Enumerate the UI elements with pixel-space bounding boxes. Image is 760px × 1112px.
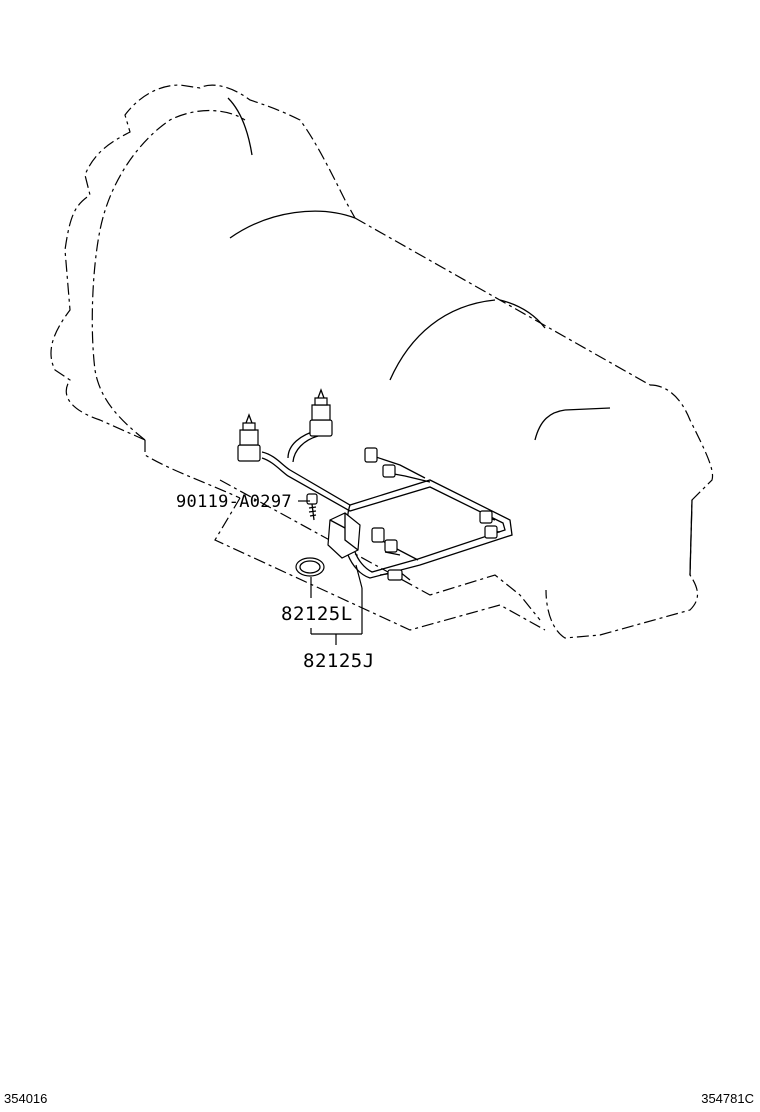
part-number-bolt: 90119-A0297 (176, 492, 292, 512)
connector-body (327, 512, 361, 559)
callout-bolt: 90119-A0297 (176, 492, 310, 512)
part-number-wire-harness: 82125J (303, 650, 375, 672)
bolt (306, 493, 318, 521)
illustration-code-right: 354781C (701, 1091, 754, 1106)
sensor-lower (237, 413, 261, 462)
part-number-o-ring: 82125L (281, 603, 353, 625)
callout-o-ring: 82125L (281, 577, 353, 625)
transmission-housing-outline (50, 84, 714, 639)
o-ring (295, 557, 325, 577)
sensor-upper (309, 388, 333, 437)
wire-harness (261, 429, 513, 581)
illustration-code-left: 354016 (4, 1091, 48, 1106)
callout-wire-harness: 82125J (303, 564, 375, 672)
